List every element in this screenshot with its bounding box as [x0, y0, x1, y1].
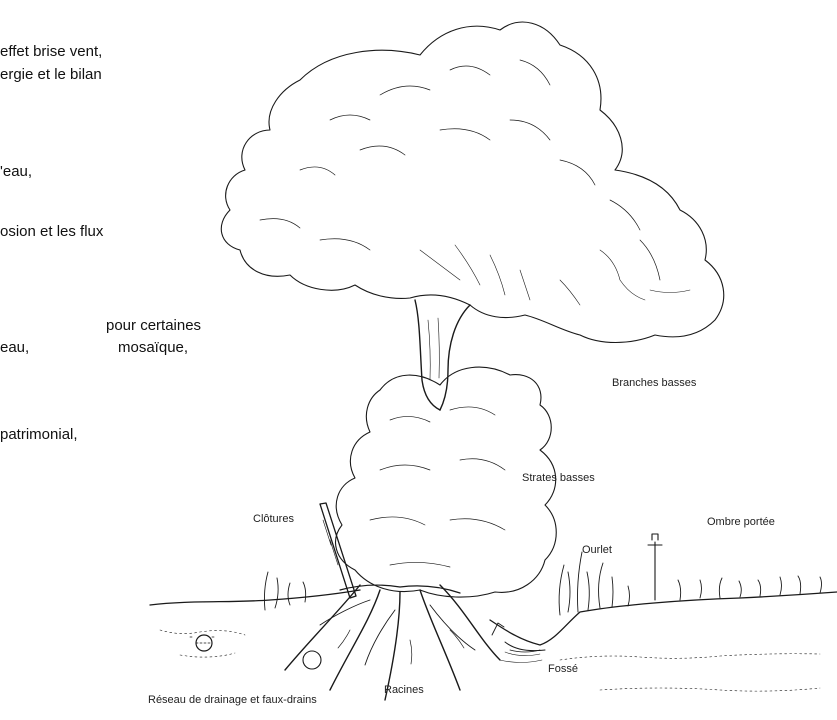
roots [285, 585, 500, 700]
canopy [221, 22, 723, 342]
trunk [415, 300, 470, 410]
label-ombre-portee: Ombre portée [707, 516, 775, 529]
ground [150, 590, 837, 691]
vegetation-edge [264, 534, 821, 615]
label-ourlet: Ourlet [582, 544, 612, 557]
label-reseau-drainage: Réseau de drainage et faux-drains [148, 694, 317, 707]
label-strates-basses: Strates basses [522, 472, 595, 485]
drain-pipe [190, 635, 216, 651]
label-fosse: Fossé [548, 663, 578, 676]
label-racines: Racines [384, 684, 424, 697]
label-branches-basses: Branches basses [612, 377, 696, 390]
label-clotures: Clôtures [253, 513, 294, 526]
